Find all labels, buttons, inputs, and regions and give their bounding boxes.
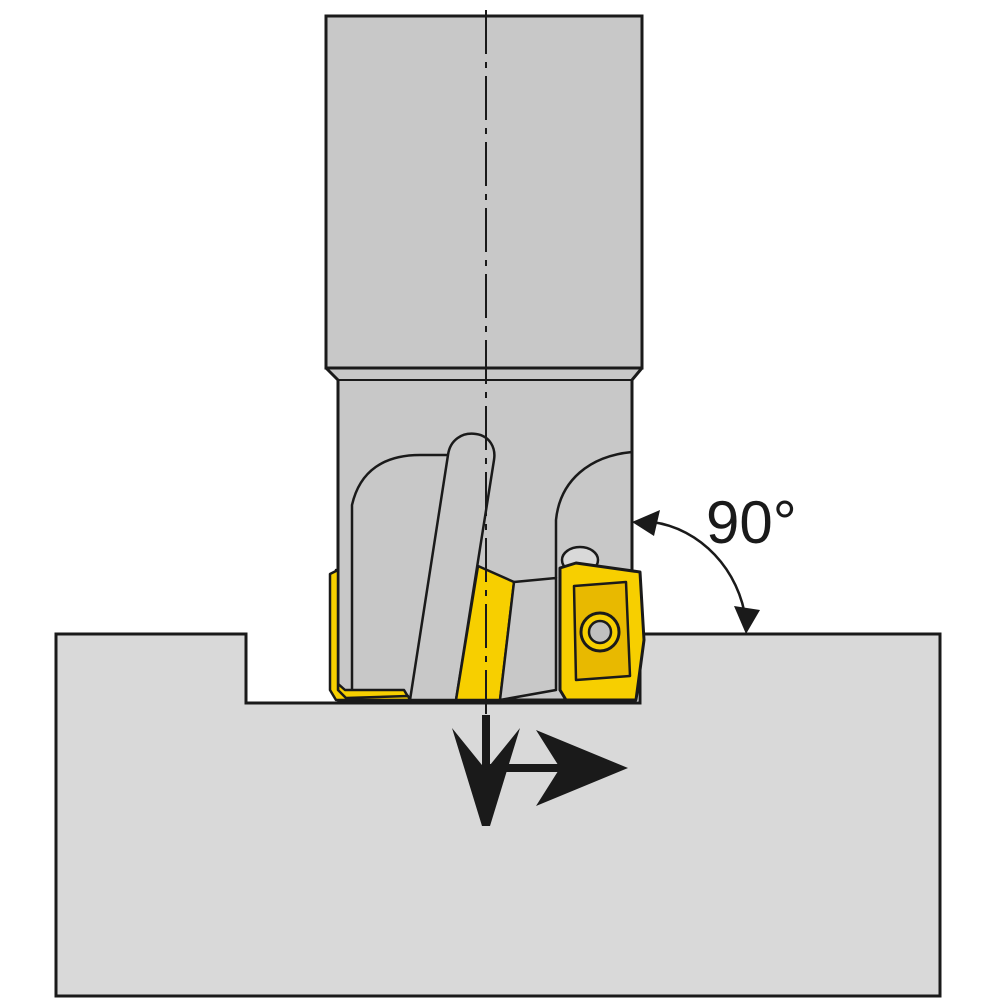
axial-feed-arrowhead-tip	[466, 770, 506, 826]
angle-indicator: 90°	[632, 489, 797, 634]
left-insert-edge	[328, 568, 412, 702]
tool-shank	[324, 14, 644, 370]
feed-direction-arrows	[452, 715, 628, 826]
angle-arc	[651, 520, 748, 623]
center-insert-seat	[498, 576, 558, 702]
angle-arc-arrowhead-bottom	[734, 606, 760, 634]
helical-flute	[408, 432, 496, 702]
angle-label: 90°	[706, 489, 797, 556]
radial-feed-arrowhead	[536, 730, 628, 806]
insert-screw	[587, 619, 613, 645]
right-chip-pocket	[554, 450, 633, 578]
angle-arc-arrowhead-left	[632, 510, 660, 536]
